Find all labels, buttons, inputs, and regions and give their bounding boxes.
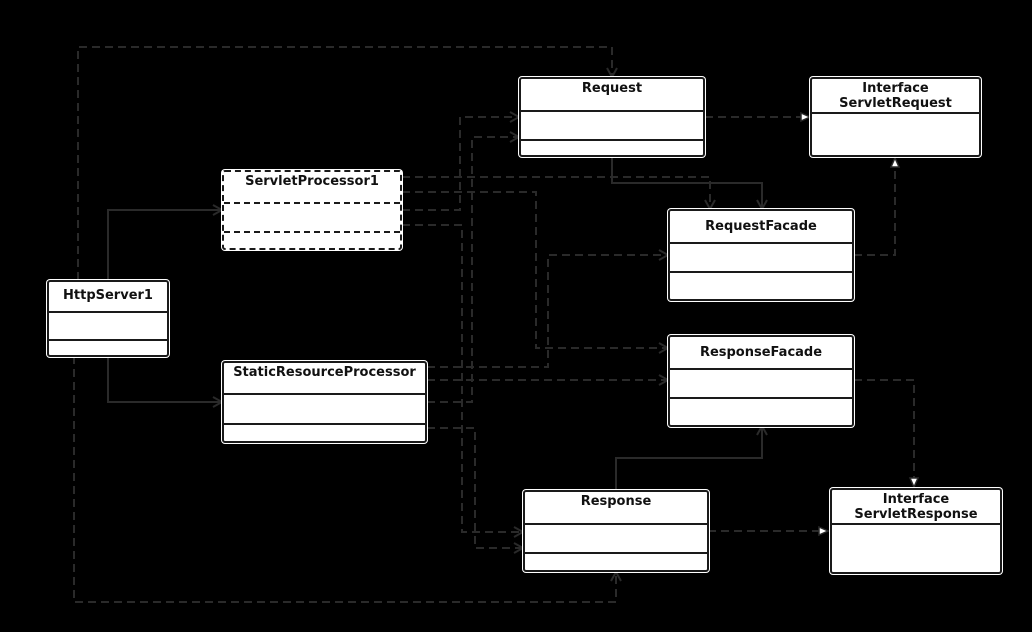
class-response-attributes-divider (525, 523, 707, 525)
edge-servletprocessor-responsefacade (402, 191, 668, 348)
class-request[interactable]: Request (519, 77, 705, 157)
edge-requestfacade-servletrequest (854, 156, 901, 256)
class-response-name: Response (580, 494, 652, 509)
edge-request-requestfacade (611, 157, 762, 209)
edge-staticprocessor-response (427, 427, 523, 548)
class-request-facade[interactable]: RequestFacade (668, 209, 854, 301)
class-response-facade-methods-divider (670, 397, 852, 399)
class-request-methods-divider (521, 139, 703, 141)
interface-servlet-response-stereotype: Interface (882, 492, 950, 507)
class-http-server-attributes-divider (49, 311, 167, 313)
edge-httpserver-request (77, 46, 612, 280)
class-static-resource-processor-methods-divider (224, 423, 425, 425)
class-http-server[interactable]: HttpServer1 (47, 280, 169, 357)
class-request-name: Request (581, 81, 643, 96)
interface-servlet-response-divider (832, 523, 1000, 525)
edge-httpserver-staticprocessor (107, 356, 222, 402)
class-response-facade-attributes-divider (670, 368, 852, 370)
interface-servlet-request-divider (812, 112, 979, 114)
interface-servlet-response-name: ServletResponse (854, 507, 978, 522)
class-response[interactable]: Response (523, 490, 709, 572)
class-servlet-processor-attributes-divider (224, 202, 400, 204)
interface-servlet-response[interactable]: Interface ServletResponse (830, 488, 1002, 574)
edge-staticprocessor-requestfacade (427, 255, 668, 368)
class-servlet-processor-methods-divider (224, 231, 400, 233)
edge-httpserver-servletprocessor (107, 210, 222, 280)
edge-responsefacade-servletresponse (854, 379, 920, 489)
class-response-facade-name: ResponseFacade (699, 345, 823, 360)
class-request-facade-name: RequestFacade (705, 219, 817, 234)
class-request-facade-attributes-divider (670, 242, 852, 244)
class-static-resource-processor-name: StaticResourceProcessor (233, 365, 416, 380)
class-response-facade[interactable]: ResponseFacade (668, 335, 854, 427)
interface-servlet-request-name: ServletRequest (839, 96, 952, 111)
edge-servletprocessor-requestfacade (402, 176, 710, 209)
edge-response-responsefacade (615, 426, 762, 490)
edge-servletprocessor-response (402, 224, 523, 532)
class-http-server-name: HttpServer1 (63, 288, 153, 303)
edge-servletprocessor-request-a (402, 117, 519, 211)
class-servlet-processor-name: ServletProcessor1 (245, 174, 379, 189)
class-request-facade-methods-divider (670, 271, 852, 273)
interface-servlet-request[interactable]: Interface ServletRequest (810, 77, 981, 157)
class-static-resource-processor-attributes-divider (224, 393, 425, 395)
class-response-methods-divider (525, 552, 707, 554)
class-request-attributes-divider (521, 110, 703, 112)
edge-httpserver-response (73, 356, 616, 603)
interface-servlet-request-stereotype: Interface (862, 81, 929, 96)
class-servlet-processor[interactable]: ServletProcessor1 (222, 170, 402, 250)
class-static-resource-processor[interactable]: StaticResourceProcessor (222, 361, 427, 443)
class-http-server-methods-divider (49, 339, 167, 341)
